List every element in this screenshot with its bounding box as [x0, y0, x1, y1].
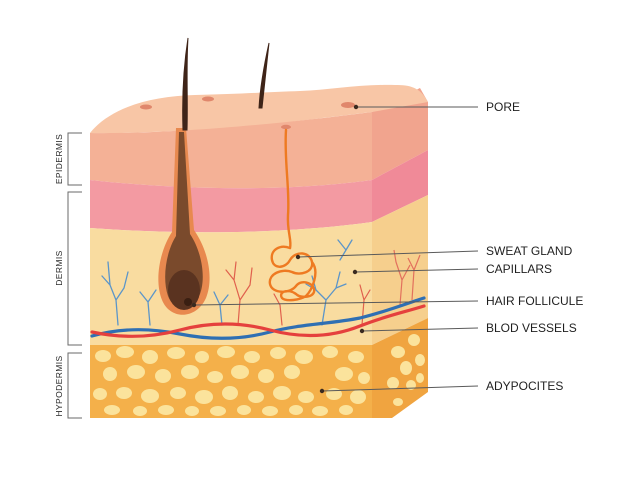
label-pore: PORE [486, 100, 520, 114]
leader-dots [191, 104, 365, 394]
hair-papilla [184, 298, 192, 306]
sweat-duct [284, 128, 292, 250]
leader-lines [193, 106, 479, 392]
epidermis-layer [90, 112, 372, 189]
side-capillaries [393, 249, 421, 306]
hair-bulb [168, 270, 200, 310]
follicle-inner [165, 132, 203, 308]
hair-shaft-secondary [258, 42, 270, 109]
label-sweat-gland: SWEAT GLAND [486, 244, 573, 258]
skin-top-surface [90, 84, 428, 134]
sweat-coil [268, 245, 317, 302]
label-epidermis: EPIDERMIS [54, 134, 64, 184]
red-capillaries [225, 261, 371, 326]
pores [140, 96, 355, 130]
layer-brackets [67, 132, 82, 419]
label-hair-follicule: HAIR FOLLICULE [486, 294, 583, 308]
label-capillars: CAPILLARS [486, 262, 552, 276]
vein [90, 296, 426, 340]
capillaries [101, 239, 353, 326]
dermis-layer [90, 222, 372, 345]
label-dermis: DERMIS [54, 250, 64, 285]
label-hypodermis: HYPODERMIS [54, 355, 64, 416]
blood-vessels [90, 296, 426, 340]
bracket-epidermis [67, 132, 82, 186]
adipocyte-cells [93, 346, 370, 416]
bracket-hypodermis [67, 352, 82, 419]
side-epidermis [372, 88, 428, 180]
label-adypocites: ADYPOCITES [486, 379, 563, 393]
side-fat-cells [387, 334, 425, 406]
hair-follicle [158, 128, 210, 315]
bracket-dermis [67, 191, 82, 346]
side-pink-band [372, 150, 428, 222]
pink-band-layer [90, 180, 372, 233]
label-blod-vessels: BLOD VESSELS [486, 321, 577, 335]
hypodermis-layer [90, 345, 372, 418]
artery [90, 304, 426, 338]
sweat-gland [268, 128, 317, 302]
hair-shaft-main [182, 37, 189, 131]
